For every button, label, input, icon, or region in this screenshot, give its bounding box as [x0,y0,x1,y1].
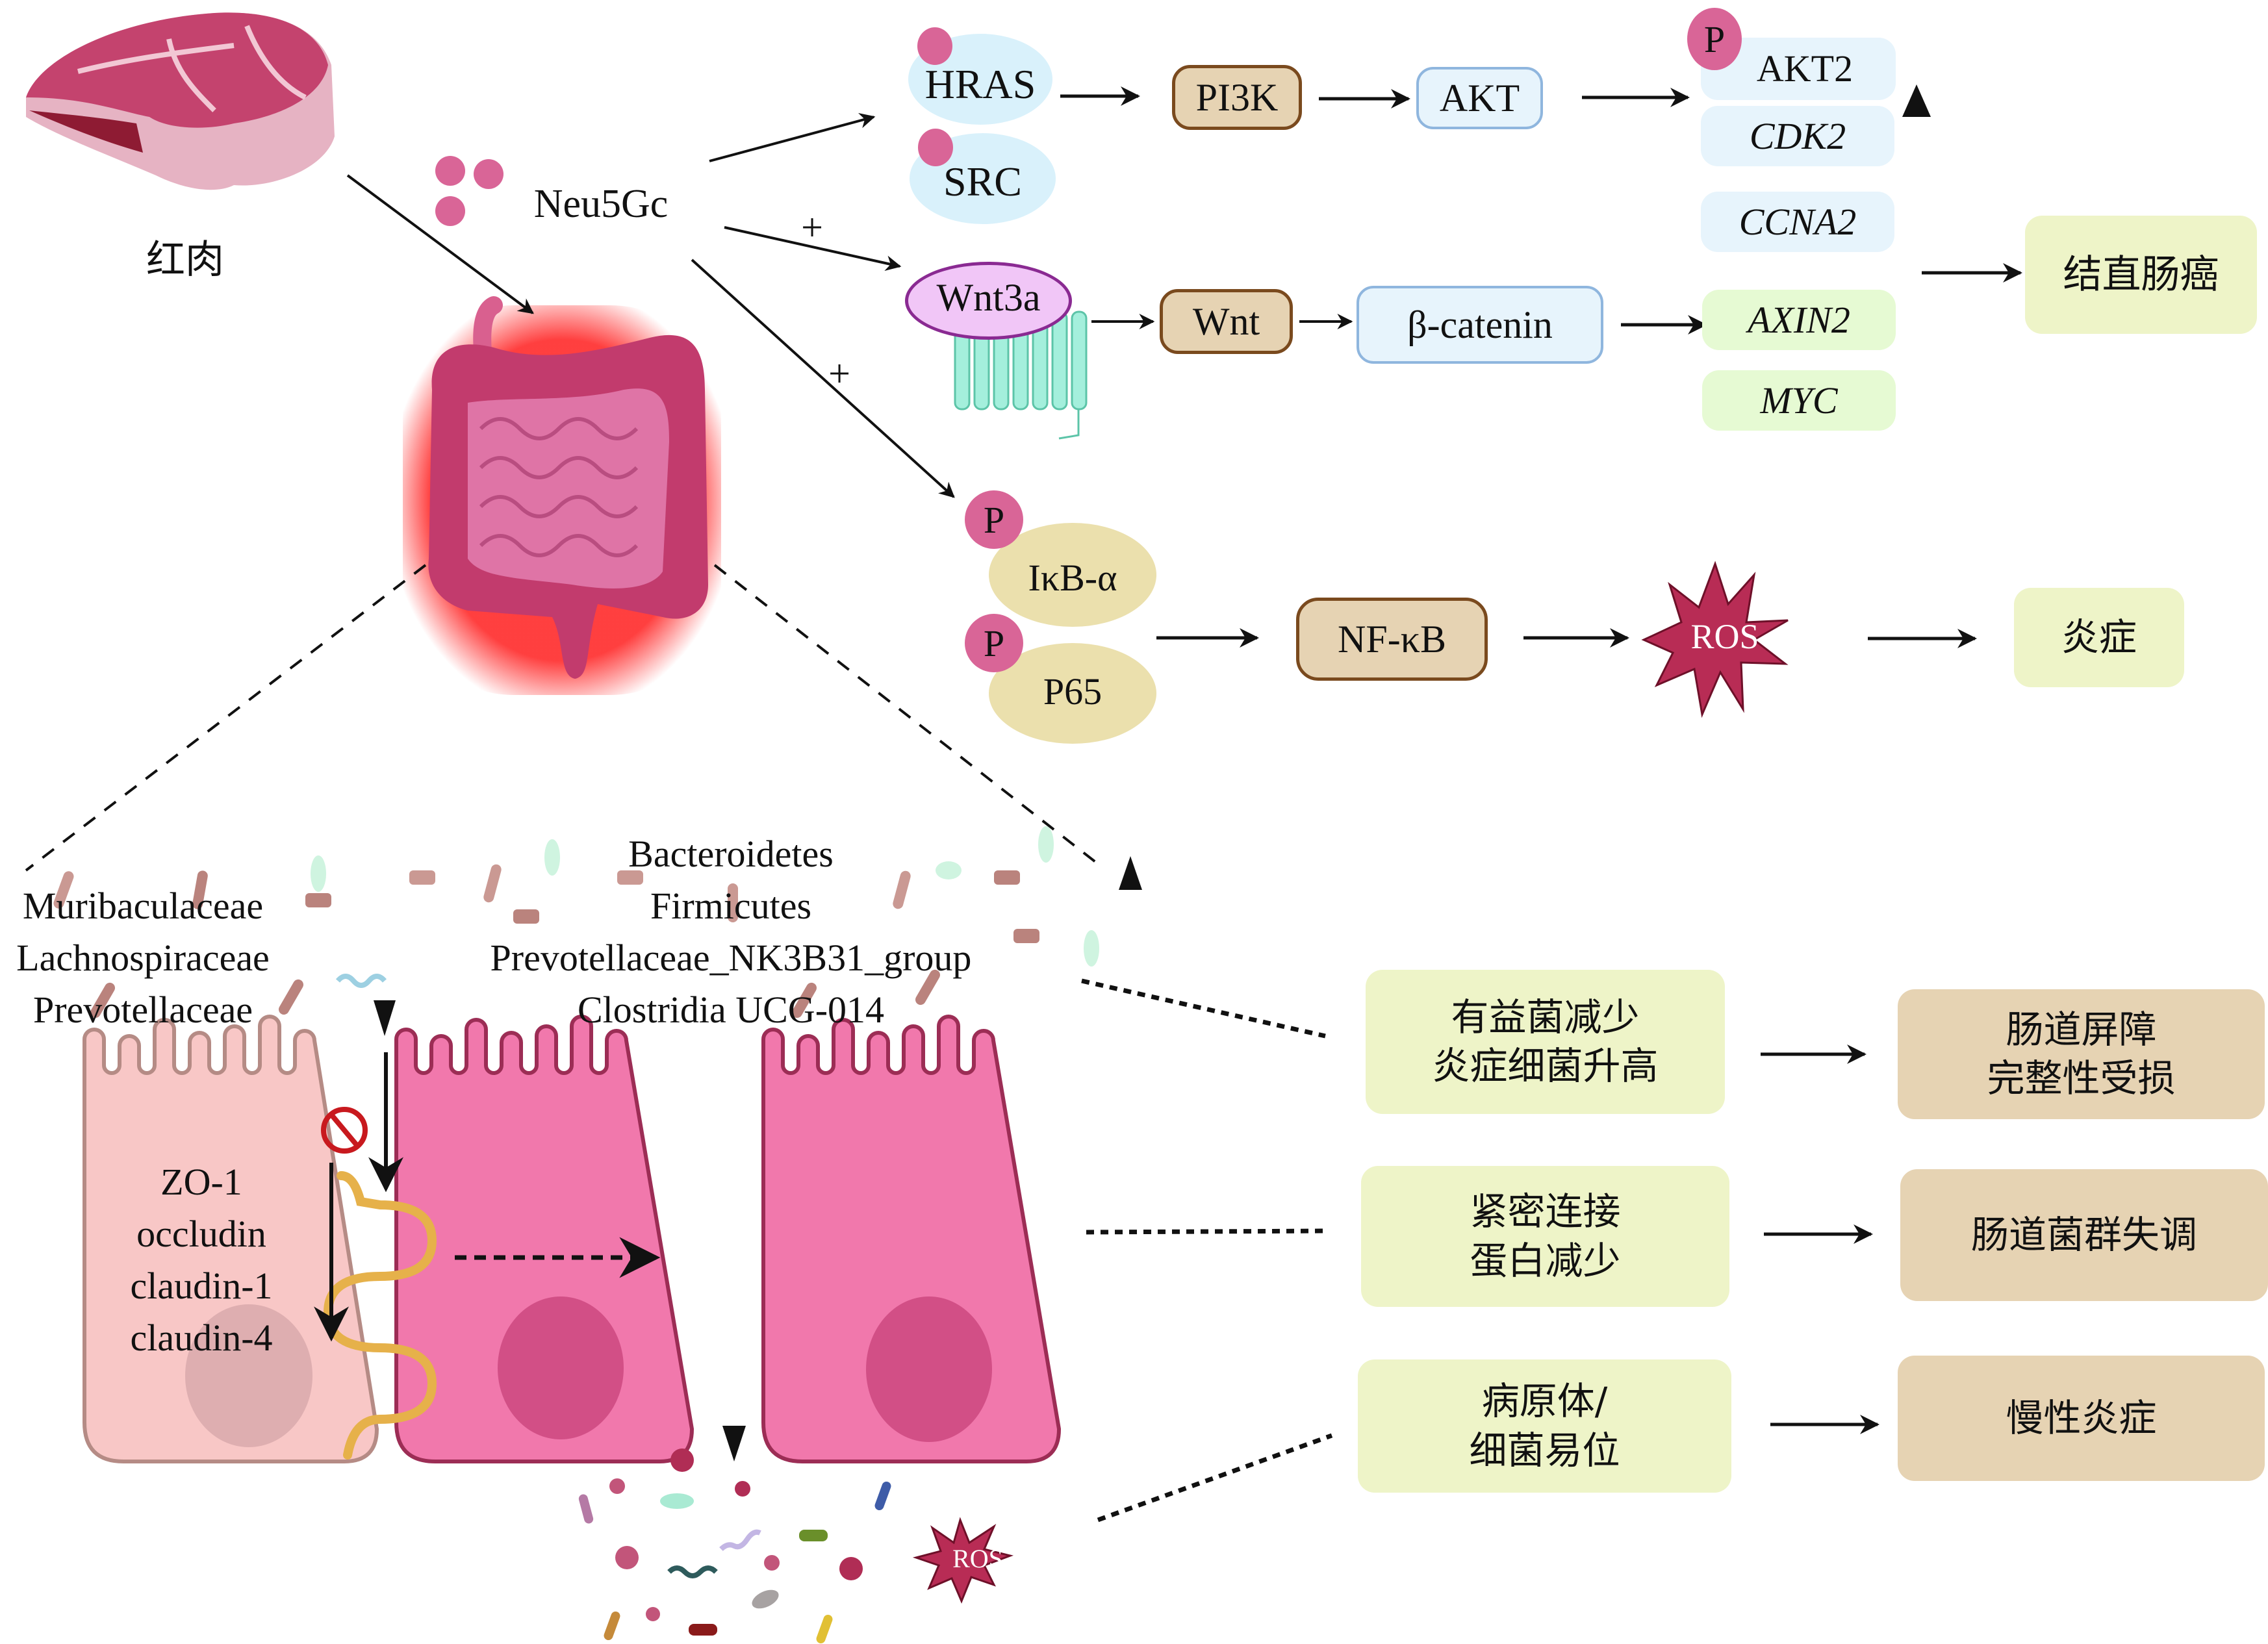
phospho-badge-akt2: P [1687,8,1742,70]
effect-result-barrier: 肠道屏障 完整性受损 [1898,989,2265,1119]
ros-burst-lumen-icon [912,1517,1014,1604]
tj-protein-label: occludin [136,1213,266,1255]
activation-sign-nfkb: + [828,351,850,395]
taxon-label: Prevotellaceae_NK3B31_group [490,937,972,979]
ikb-alpha-label: IκB-α [1028,556,1117,599]
p65-label: P65 [1043,670,1102,713]
ikb-alpha-node [989,523,1156,627]
connector-dashed-3 [1097,1433,1333,1523]
cause-line: 炎症细菌升高 [1432,1044,1659,1088]
intestine-icon [403,296,721,695]
phospho-badge-ikb: P [965,490,1023,549]
wnt3a-ligand [905,262,1072,340]
prohibited-icon [321,1107,368,1154]
activation-sign-wnt: + [801,205,823,249]
tj-protein-label: claudin-1 [130,1265,273,1307]
zoom-line-left [25,564,427,872]
cause-line: 紧密连接 [1470,1189,1621,1234]
increased-taxa-list: Bacteroidetes Firmicutes Prevotellaceae_… [448,828,1013,1036]
wnt-node: Wnt [1160,289,1293,354]
epithelial-cell-normal [761,1015,1062,1463]
cause-line: 病原体/ [1481,1379,1608,1424]
arrow-to-wnt3a [724,226,902,272]
arrow-meat-to-intestine [346,174,534,314]
epithelial-cell-damaged [83,1015,379,1463]
zoom-line-right [713,564,1099,865]
axin2-node: AXIN2 [1702,290,1896,350]
hras-label: HRAS [924,61,1036,108]
taxon-label: Muribaculaceae [22,885,264,927]
cause-line: 蛋白减少 [1470,1238,1621,1283]
phospho-badge-p65: P [965,614,1023,672]
akt-node: AKT [1416,67,1543,129]
connector-dashed-2 [1086,1228,1326,1235]
ros-burst-icon [1641,561,1789,718]
taxon-label: Firmicutes [650,885,812,927]
myc-node: MYC [1702,370,1896,431]
result-line: 肠道屏障 [2006,1007,2157,1052]
wnt3a-label: Wnt3a [936,275,1041,319]
tj-protein-label: ZO-1 [160,1161,242,1203]
lumen-ros-label: ROS [952,1544,1003,1573]
effect-result-chronic-inflammation: 慢性炎症 [1898,1356,2265,1481]
effect-cause-microbiota: 有益菌减少 炎症细菌升高 [1366,970,1725,1114]
result-line: 完整性受损 [1987,1056,2176,1100]
connector-dashed-1 [1081,978,1326,1039]
taxon-label: Prevotellaceae [32,989,253,1031]
phospho-dot-src [918,129,953,166]
arrow-to-ikb [691,259,955,498]
inflammation-outcome: 炎症 [2014,588,2184,687]
nfkb-node: NF-κB [1296,598,1488,681]
colorectal-cancer-outcome: 结直肠癌 [2025,216,2257,334]
beta-catenin-node: β-catenin [1357,286,1603,364]
pathogen-icon [578,1448,891,1644]
neu5gc-label: Neu5Gc [533,182,669,227]
effect-cause-tight-junction: 紧密连接 蛋白减少 [1361,1166,1729,1307]
tight-junction-proteins: ZO-1 occludin claudin-1 claudin-4 [104,1156,299,1364]
effect-result-dysbiosis: 肠道菌群失调 [1900,1169,2268,1301]
taxon-label: Bacteroidetes [628,833,834,875]
red-meat-icon [26,12,335,190]
neu5gc-molecule-icon [435,156,503,226]
ccna2-node: CCNA2 [1701,192,1894,252]
ros-label: ROS [1690,616,1759,656]
phospho-dot-hras [917,27,952,65]
taxon-label: Lachnospiraceae [16,937,270,979]
tj-protein-label: claudin-4 [130,1317,273,1359]
decreased-taxa-list: Muribaculaceae Lachnospiraceae Prevotell… [0,880,286,1036]
arrow-to-hras [709,113,876,162]
red-meat-label: 红肉 [146,236,224,283]
src-label: SRC [943,158,1022,205]
taxon-label: Clostridia UCG-014 [577,989,885,1031]
cdk2-node: CDK2 [1701,106,1894,166]
pi3k-node: PI3K [1172,65,1302,130]
cause-line: 有益菌减少 [1451,994,1640,1039]
cause-line: 细菌易位 [1469,1428,1620,1473]
epithelial-cell-normal [394,1015,694,1463]
gut-bacteria-icon [53,826,1099,1018]
effect-cause-translocation: 病原体/ 细菌易位 [1358,1359,1731,1493]
